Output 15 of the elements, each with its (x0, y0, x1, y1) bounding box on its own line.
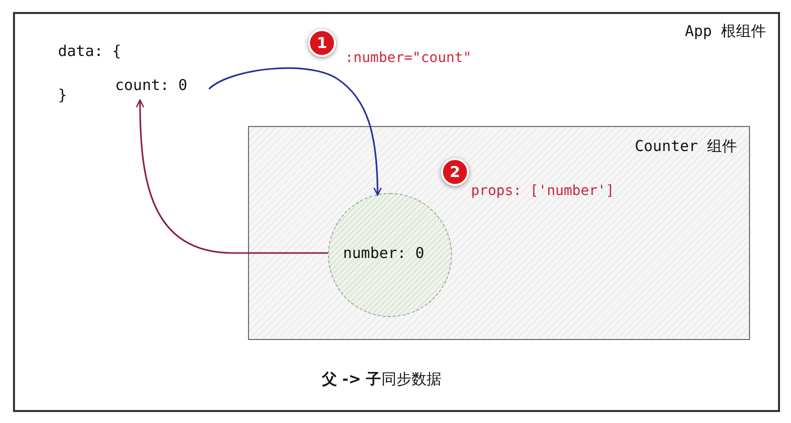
attribute-text: :number="count" (345, 50, 472, 66)
code-text: props: ['number'] (471, 183, 614, 199)
arrow (136, 99, 328, 254)
code-text: data: { (58, 42, 122, 60)
app-component-frame (13, 12, 780, 412)
heading-text: App 根组件 (684, 22, 766, 41)
caption: 父 -> 子同步数据 (322, 370, 442, 389)
heading-text: Counter 组件 (634, 137, 737, 156)
heading-text: number: 0 (343, 244, 424, 262)
code-text: } (58, 86, 68, 104)
number-badge: 1 (308, 29, 336, 57)
arrow (208, 67, 382, 196)
code-text: count: 0 (115, 76, 188, 94)
prop-circle (328, 193, 452, 317)
component-box (248, 126, 750, 340)
